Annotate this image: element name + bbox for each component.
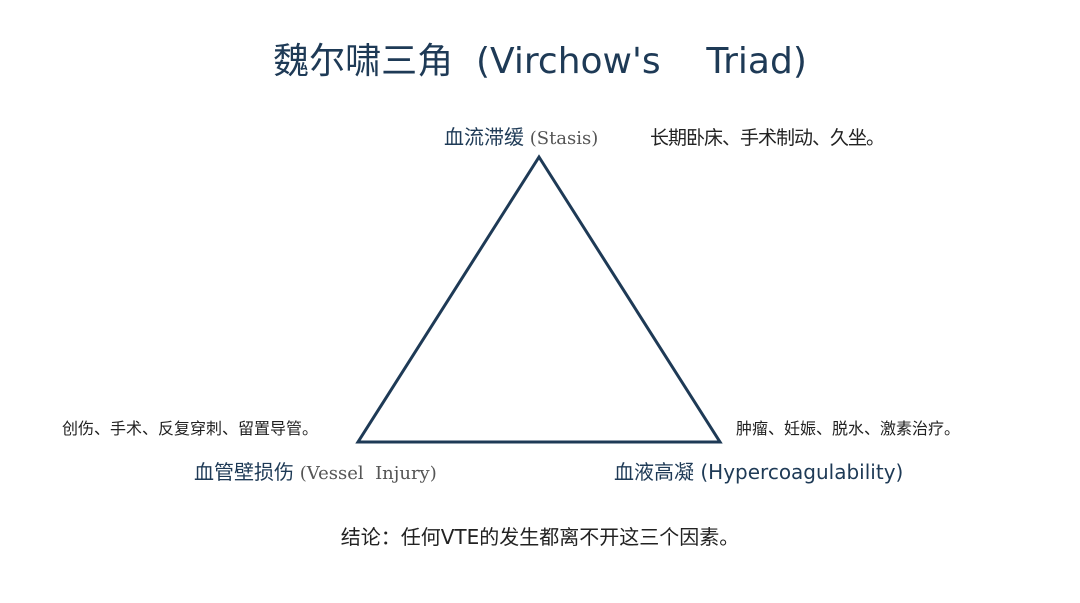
vertex-label-vessel-injury-en: (Vessel Injury) — [294, 463, 437, 484]
vertex-label-hypercoagulability-en: (Hypercoagulability) — [694, 460, 904, 484]
vertex-label-hypercoagulability: 血液高凝 (Hypercoagulability) — [614, 459, 903, 485]
hypercoagulability-description: 肿瘤、妊娠、脱水、激素治疗。 — [736, 419, 961, 438]
triangle-shape — [355, 154, 723, 444]
vertex-label-stasis: 血流滞缓 (Stasis) — [444, 124, 598, 152]
vertex-label-hypercoagulability-cn: 血液高凝 — [614, 460, 694, 484]
slide-title: 魏尔啸三角 (Virchow's Triad) — [273, 41, 807, 82]
vertex-label-stasis-cn: 血流滞缓 — [444, 125, 524, 149]
vessel-injury-description: 创伤、手术、反复穿刺、留置导管。 — [62, 419, 319, 438]
vertex-label-vessel-injury-cn: 血管壁损伤 — [194, 460, 294, 484]
vertex-label-stasis-en: (Stasis) — [524, 128, 599, 149]
stasis-description: 长期卧床、手术制动、久坐。 — [650, 127, 885, 149]
conclusion-text: 结论：任何VTE的发生都离不开这三个因素。 — [340, 525, 740, 549]
vertex-label-vessel-injury: 血管壁损伤 (Vessel Injury) — [194, 459, 437, 487]
